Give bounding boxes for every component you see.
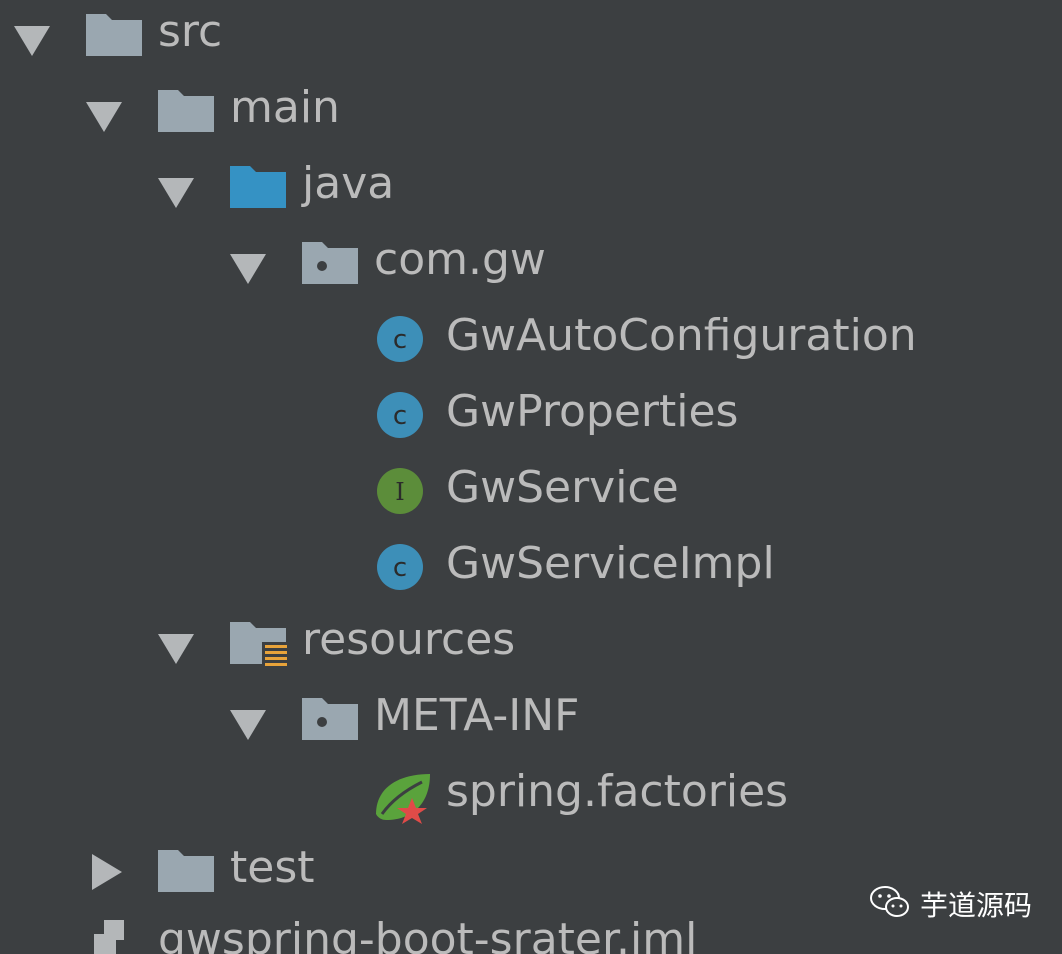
tree-node-iml-file[interactable]: gwspring-boot-srater.iml	[0, 914, 1040, 954]
tree-node-com-gw[interactable]: com.gw	[0, 234, 1040, 314]
tree-node-label: resources	[302, 614, 516, 665]
tree-node-label: main	[230, 82, 340, 133]
class-icon: c	[372, 314, 432, 364]
tree-node-test[interactable]: test	[0, 842, 1040, 922]
tree-node-gwautoconfiguration[interactable]: c GwAutoConfiguration	[0, 310, 1040, 390]
class-icon: c	[372, 390, 432, 440]
expand-arrow-icon[interactable]	[86, 102, 122, 132]
resources-folder-icon	[228, 618, 290, 668]
module-file-icon	[90, 918, 150, 954]
tree-node-label: GwServiceImpl	[446, 538, 775, 589]
watermark: 芋道源码	[869, 884, 1032, 924]
folder-icon	[156, 846, 216, 896]
folder-icon	[156, 86, 216, 136]
tree-node-main[interactable]: main	[0, 82, 1040, 162]
expand-arrow-icon[interactable]	[14, 26, 50, 56]
expand-arrow-icon[interactable]	[230, 254, 266, 284]
source-folder-icon	[228, 162, 288, 212]
package-icon	[300, 238, 360, 288]
collapse-arrow-icon[interactable]	[92, 854, 122, 890]
svg-text:c: c	[393, 553, 407, 583]
svg-text:I: I	[395, 478, 404, 506]
tree-node-label: test	[230, 842, 315, 893]
interface-icon: I	[372, 466, 432, 516]
tree-node-label: META-INF	[374, 690, 580, 741]
tree-node-label: gwspring-boot-srater.iml	[158, 914, 698, 954]
tree-node-java[interactable]: java	[0, 158, 1040, 238]
svg-text:c: c	[393, 401, 407, 431]
folder-icon	[84, 10, 144, 60]
tree-node-label: src	[158, 6, 223, 57]
tree-node-gwservice[interactable]: I GwService	[0, 462, 1040, 542]
spring-icon	[372, 770, 432, 824]
expand-arrow-icon[interactable]	[158, 634, 194, 664]
expand-arrow-icon[interactable]	[230, 710, 266, 740]
tree-node-resources[interactable]: resources	[0, 614, 1040, 694]
wechat-icon	[869, 885, 910, 923]
tree-node-label: spring.factories	[446, 766, 789, 817]
svg-text:c: c	[393, 325, 407, 355]
package-icon	[300, 694, 360, 744]
tree-node-gwproperties[interactable]: c GwProperties	[0, 386, 1040, 466]
tree-node-meta-inf[interactable]: META-INF	[0, 690, 1040, 770]
watermark-text: 芋道源码	[919, 889, 1032, 922]
expand-arrow-icon[interactable]	[158, 178, 194, 208]
tree-node-label: GwAutoConfiguration	[446, 310, 917, 361]
tree-node-label: java	[302, 158, 395, 209]
tree-node-label: GwProperties	[446, 386, 739, 437]
tree-node-label: GwService	[446, 462, 679, 513]
tree-node-spring-factories[interactable]: spring.factories	[0, 766, 1040, 846]
tree-node-label: com.gw	[374, 234, 546, 285]
tree-node-src[interactable]: src	[0, 6, 1040, 86]
tree-node-gwserviceimpl[interactable]: c GwServiceImpl	[0, 538, 1040, 618]
class-icon: c	[372, 542, 432, 592]
